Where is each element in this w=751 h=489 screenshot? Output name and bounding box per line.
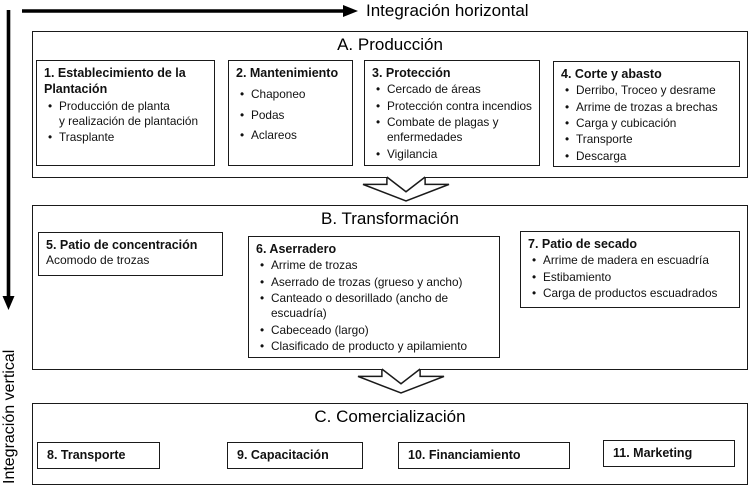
- bullet-item: Carga y cubicación: [561, 116, 733, 132]
- box-5-note: Acomodo de trozas: [46, 253, 150, 268]
- box-3-proteccion: 3. Protección Cercado de áreas Protecció…: [364, 60, 540, 166]
- bullet-item: Vigilancia: [372, 147, 533, 163]
- box-6-heading: 6. Aserradero: [256, 242, 337, 256]
- bullet-item: Podas: [236, 108, 346, 124]
- bullet-item: Chaponeo: [236, 87, 346, 103]
- bullet-item: Clasificado de producto y apilamiento: [256, 339, 493, 355]
- box-10-financiamiento: 10. Financiamiento: [398, 442, 570, 469]
- bullet-item: Aclareos: [236, 128, 346, 144]
- bullet-item: Cercado de áreas: [372, 82, 533, 98]
- box-2-mantenimiento: 2. Mantenimiento Chaponeo Podas Aclareos: [228, 60, 353, 166]
- box-8-transporte: 8. Transporte: [37, 442, 160, 469]
- bullet-item: Estibamiento: [528, 270, 733, 286]
- box-4-corte-y-abasto: 4. Corte y abasto Derribo, Troceo y desr…: [553, 61, 740, 167]
- box-10-heading: 10. Financiamiento: [408, 448, 521, 463]
- box-7-heading: 7. Patio de secado: [528, 237, 638, 251]
- box-11-heading: 11. Marketing: [613, 446, 693, 461]
- bullet-item: Arrime de trozas a brechas: [561, 100, 733, 116]
- section-a-title: A. Producción: [337, 35, 443, 54]
- box-1-heading: 1. Establecimiento de la Plantación: [44, 66, 186, 97]
- bullet-item: Transporte: [561, 132, 733, 148]
- horizontal-integration-label: Integración horizontal: [366, 1, 529, 20]
- box-7-patio-de-secado: 7. Patio de secado Arrime de madera en e…: [520, 231, 740, 308]
- box-3-bullets: Cercado de áreas Protección contra incen…: [372, 82, 533, 162]
- bullet-item: Combate de plagas y enfermedades: [372, 115, 533, 146]
- section-c-title: C. Comercialización: [314, 407, 466, 426]
- box-5-patio-de-concentracion: 5. Patio de concentración Acomodo de tro…: [38, 232, 223, 276]
- box-1-establecimiento-plantacion: 1. Establecimiento de la Plantación Prod…: [36, 60, 215, 166]
- vertical-integration-label: Integración vertical: [1, 349, 18, 484]
- box-4-bullets: Derribo, Troceo y desrame Arrime de troz…: [561, 83, 733, 164]
- section-b-title: B. Transformación: [321, 209, 459, 228]
- bullet-item: Producción de planta y realización de pl…: [44, 99, 208, 130]
- bullet-item: Cabeceado (largo): [256, 323, 493, 339]
- box-1-bullets: Producción de planta y realización de pl…: [44, 99, 208, 146]
- box-5-heading: 5. Patio de concentración: [46, 238, 198, 252]
- bullet-item: Carga de productos escuadrados: [528, 286, 733, 302]
- bullet-item: Trasplante: [44, 130, 208, 146]
- bullet-item: Aserrado de trozas (grueso y ancho): [256, 275, 493, 291]
- bullet-item: Arrime de madera en escuadría: [528, 253, 733, 269]
- box-6-bullets: Arrime de trozas Aserrado de trozas (gru…: [256, 258, 493, 354]
- box-9-capacitacion: 9. Capacitación: [227, 442, 363, 469]
- box-8-heading: 8. Transporte: [47, 448, 126, 463]
- box-11-marketing: 11. Marketing: [603, 440, 735, 467]
- box-6-aserradero: 6. Aserradero Arrime de trozas Aserrado …: [248, 236, 500, 358]
- bullet-item: Descarga: [561, 149, 733, 165]
- flow-arrow-a-to-b-icon: [363, 177, 449, 201]
- box-2-heading: 2. Mantenimiento: [236, 66, 339, 80]
- bullet-item: Arrime de trozas: [256, 258, 493, 274]
- box-2-bullets: Chaponeo Podas Aclareos: [236, 87, 346, 143]
- bullet-item: Protección contra incendios: [372, 99, 533, 115]
- flow-arrow-b-to-c-icon: [358, 369, 444, 393]
- box-3-heading: 3. Protección: [372, 66, 451, 80]
- box-9-heading: 9. Capacitación: [237, 448, 329, 463]
- vertical-arrow-icon: [2, 10, 15, 310]
- bullet-item: Canteado o desorillado (ancho de escuadr…: [256, 291, 493, 322]
- box-7-bullets: Arrime de madera en escuadría Estibamien…: [528, 253, 733, 301]
- horizontal-arrow-icon: [22, 5, 358, 17]
- box-4-heading: 4. Corte y abasto: [561, 67, 662, 81]
- bullet-item: Derribo, Troceo y desrame: [561, 83, 733, 99]
